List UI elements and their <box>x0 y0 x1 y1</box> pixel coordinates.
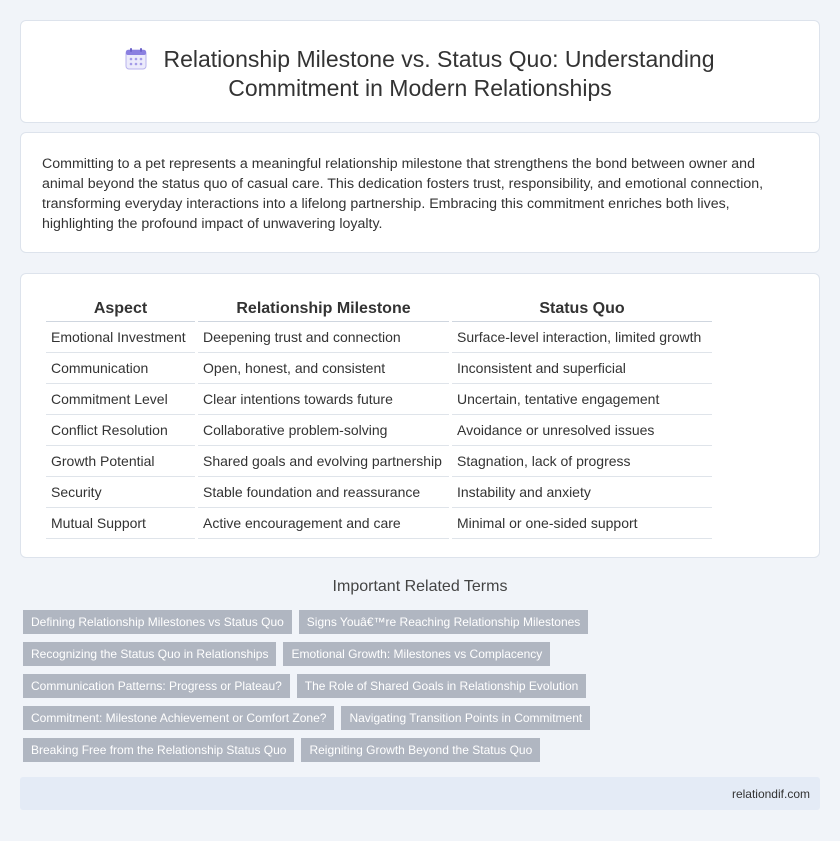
tag-row: Breaking Free from the Relationship Stat… <box>23 738 541 762</box>
related-term-link[interactable]: Reigniting Growth Beyond the Status Quo <box>301 738 541 762</box>
cell-aspect: Security <box>46 477 195 508</box>
tag-row: Recognizing the Status Quo in Relationsh… <box>23 642 551 666</box>
header-aspect: Aspect <box>46 296 195 322</box>
cell-milestone: Deepening trust and connection <box>198 322 449 353</box>
cell-status-quo: Instability and anxiety <box>452 477 712 508</box>
cell-milestone: Open, honest, and consistent <box>198 353 449 384</box>
related-term-link[interactable]: Breaking Free from the Relationship Stat… <box>23 738 295 762</box>
cell-status-quo: Minimal or one-sided support <box>452 508 712 539</box>
footer: relationdif.com <box>20 777 820 810</box>
tag-row: Communication Patterns: Progress or Plat… <box>23 674 587 698</box>
related-term-link[interactable]: Navigating Transition Points in Commitme… <box>341 706 591 730</box>
related-term-link[interactable]: Defining Relationship Milestones vs Stat… <box>23 610 292 634</box>
footer-site-name: relationdif.com <box>731 787 810 801</box>
related-term-link[interactable]: Signs Youâ€™re Reaching Relationship Mil… <box>298 610 589 634</box>
tag-row: Defining Relationship Milestones vs Stat… <box>23 610 589 634</box>
calendar-icon <box>125 48 147 70</box>
table-row: Growth Potential Shared goals and evolvi… <box>46 446 712 477</box>
related-term-link[interactable]: Recognizing the Status Quo in Relationsh… <box>23 642 277 666</box>
title-line-2: Commitment in Modern Relationships <box>228 75 612 101</box>
table-header-row: Aspect Relationship Milestone Status Quo <box>46 296 712 322</box>
related-term-link[interactable]: Commitment: Milestone Achievement or Com… <box>23 706 335 730</box>
header-card: Relationship Milestone vs. Status Quo: U… <box>20 20 820 123</box>
cell-status-quo: Inconsistent and superficial <box>452 353 712 384</box>
cell-milestone: Shared goals and evolving partnership <box>198 446 449 477</box>
header-relationship-milestone: Relationship Milestone <box>198 296 449 322</box>
title-line-1: Relationship Milestone vs. Status Quo: U… <box>163 46 715 72</box>
cell-aspect: Emotional Investment <box>46 322 195 353</box>
table-row: Emotional Investment Deepening trust and… <box>46 322 712 353</box>
cell-aspect: Conflict Resolution <box>46 415 195 446</box>
cell-status-quo: Stagnation, lack of progress <box>452 446 712 477</box>
header-status-quo: Status Quo <box>452 296 712 322</box>
related-term-link[interactable]: Communication Patterns: Progress or Plat… <box>23 674 290 698</box>
cell-aspect: Growth Potential <box>46 446 195 477</box>
cell-aspect: Communication <box>46 353 195 384</box>
comparison-table: Aspect Relationship Milestone Status Quo… <box>43 296 715 539</box>
cell-milestone: Active encouragement and care <box>198 508 449 539</box>
table-row: Mutual Support Active encouragement and … <box>46 508 712 539</box>
cell-milestone: Stable foundation and reassurance <box>198 477 449 508</box>
comparison-card: Aspect Relationship Milestone Status Quo… <box>20 273 820 558</box>
cell-status-quo: Avoidance or unresolved issues <box>452 415 712 446</box>
cell-milestone: Collaborative problem-solving <box>198 415 449 446</box>
cell-aspect: Mutual Support <box>46 508 195 539</box>
cell-status-quo: Surface-level interaction, limited growt… <box>452 322 712 353</box>
cell-status-quo: Uncertain, tentative engagement <box>452 384 712 415</box>
page-title: Relationship Milestone vs. Status Quo: U… <box>21 45 819 103</box>
table-row: Commitment Level Clear intentions toward… <box>46 384 712 415</box>
related-terms-heading: Important Related Terms <box>332 578 508 595</box>
cell-milestone: Clear intentions towards future <box>198 384 449 415</box>
table-row: Conflict Resolution Collaborative proble… <box>46 415 712 446</box>
tag-row: Commitment: Milestone Achievement or Com… <box>23 706 591 730</box>
cell-aspect: Commitment Level <box>46 384 195 415</box>
intro-card: Committing to a pet represents a meaning… <box>20 132 820 253</box>
table-row: Security Stable foundation and reassuran… <box>46 477 712 508</box>
table-row: Communication Open, honest, and consiste… <box>46 353 712 384</box>
intro-paragraph: Committing to a pet represents a meaning… <box>42 156 764 232</box>
related-term-link[interactable]: Emotional Growth: Milestones vs Complace… <box>283 642 551 666</box>
related-term-link[interactable]: The Role of Shared Goals in Relationship… <box>296 674 587 698</box>
